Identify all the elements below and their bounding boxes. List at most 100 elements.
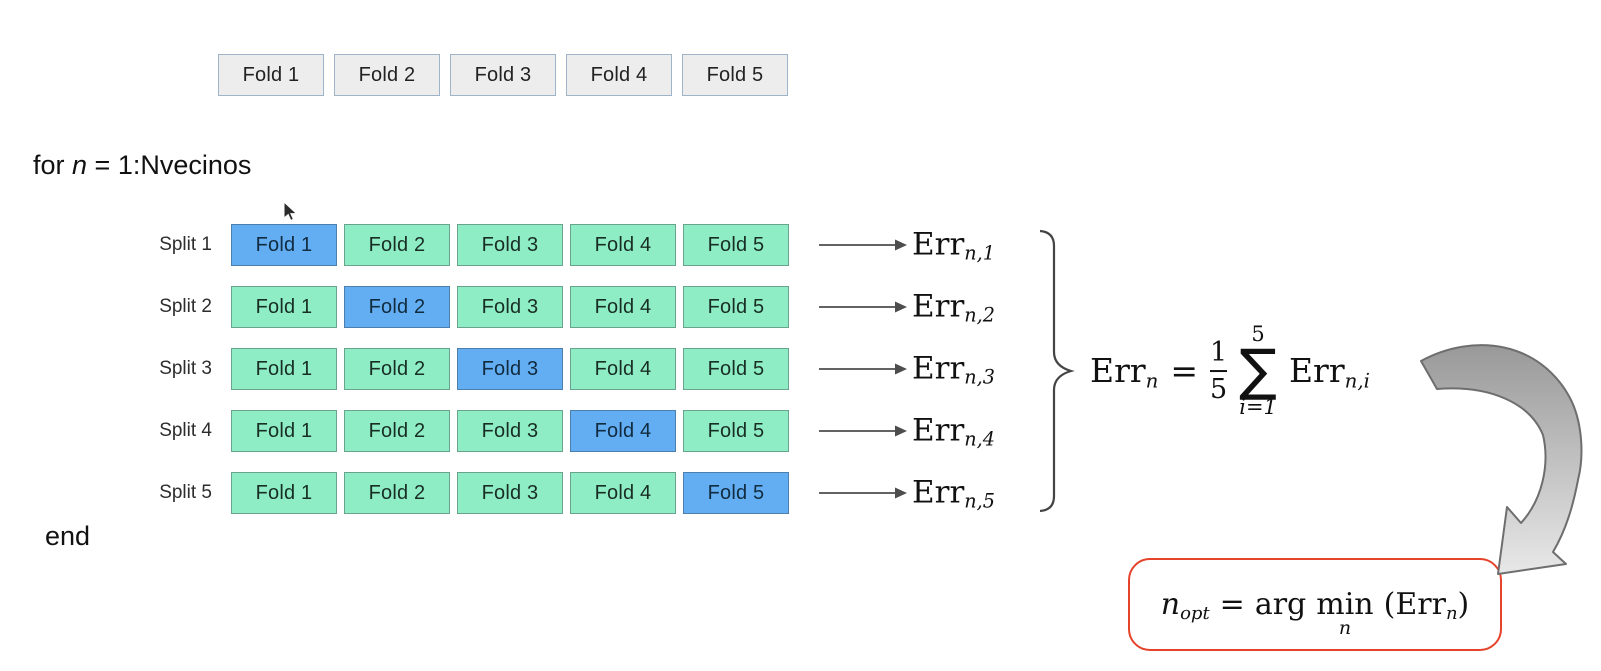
- result-lhs: nopt: [1161, 587, 1210, 625]
- split-label: Split 1: [159, 234, 212, 255]
- fold-label: Fold 1: [255, 295, 313, 318]
- fold-label: Fold 1: [255, 481, 313, 504]
- err-base: Err: [912, 288, 965, 325]
- grouping-brace: [1039, 229, 1075, 513]
- err-base: Err: [912, 350, 965, 387]
- error-term: Errn,5: [912, 474, 995, 510]
- formula-lhs: Errn: [1090, 351, 1158, 392]
- split-row: Split 2 Fold 1 Fold 2 Fold 3 Fold 4 Fold…: [142, 286, 789, 328]
- fraction-bar: [1210, 370, 1228, 372]
- err-base: Err: [912, 226, 965, 263]
- fold-boxes: Fold 1 Fold 2 Fold 3 Fold 4 Fold 5: [231, 348, 789, 390]
- err-base: Err: [1090, 351, 1146, 391]
- fold-label: Fold 3: [481, 357, 539, 380]
- splits-grid: Split 1 Fold 1 Fold 2 Fold 3 Fold 4 Fold…: [142, 224, 789, 514]
- fold-label: Fold 3: [474, 63, 532, 86]
- fraction-numerator: 1: [1210, 337, 1228, 368]
- fold-label: Fold 1: [255, 357, 313, 380]
- err-base: Err: [1395, 587, 1446, 622]
- equals-sign: =: [1219, 587, 1245, 622]
- fold-box: Fold 2: [344, 348, 450, 390]
- row-arrows: [819, 244, 895, 494]
- summation-lower-limit: i=1: [1239, 394, 1277, 419]
- fold-label: Fold 2: [368, 481, 426, 504]
- fold-label: Fold 2: [368, 357, 426, 380]
- fold-label: Fold 4: [594, 419, 652, 442]
- optimal-n-result-box: nopt = arg min n (Errn): [1128, 558, 1502, 651]
- open-paren: (: [1383, 587, 1396, 622]
- split-label: Split 3: [159, 358, 212, 379]
- fold-box: Fold 1: [231, 410, 337, 452]
- fold-label: Fold 3: [481, 419, 539, 442]
- err-subscript: n,5: [964, 489, 995, 513]
- split-label: Split 5: [159, 482, 212, 503]
- fold-box: Fold 4: [570, 224, 676, 266]
- fold-box: Fold 3: [457, 410, 563, 452]
- split-label: Split 4: [159, 420, 212, 441]
- fold-label: Fold 5: [707, 357, 765, 380]
- fold-label: Fold 4: [594, 481, 652, 504]
- err-base: Err: [912, 474, 965, 511]
- fold-box: Fold 4: [570, 472, 676, 514]
- fold-label: Fold 1: [242, 63, 300, 86]
- fold-box-active: Fold 4: [570, 410, 676, 452]
- fold-label: Fold 5: [707, 419, 765, 442]
- err-subscript: n: [1445, 603, 1458, 625]
- fold-box: Fold 3: [457, 224, 563, 266]
- fold-label: Fold 3: [481, 481, 539, 504]
- mean-error-formula: Errn = 1 5 5 ∑ i=1 Errn,i: [1090, 324, 1370, 418]
- opt-subscript: opt: [1180, 603, 1210, 625]
- fold-box: Fold 5: [683, 286, 789, 328]
- err-subscript: n,3: [964, 365, 995, 389]
- error-term: Errn,4: [912, 412, 995, 448]
- min-under-variable: n: [1338, 617, 1352, 639]
- fold-label: Fold 2: [358, 63, 416, 86]
- split-row: Split 3 Fold 1 Fold 2 Fold 3 Fold 4 Fold…: [142, 348, 789, 390]
- mouse-cursor-icon: [283, 201, 298, 222]
- sigma-icon: ∑: [1239, 338, 1277, 404]
- fold-box: Fold 1: [231, 472, 337, 514]
- fold-box: Fold 1: [218, 54, 324, 96]
- formula-rhs: Errn,i: [1288, 351, 1370, 394]
- fold-box: Fold 1: [231, 348, 337, 390]
- fold-box: Fold 1: [231, 286, 337, 328]
- err-subscript: n,i: [1344, 370, 1370, 394]
- arg-operator: arg: [1254, 587, 1307, 622]
- for-loop-text: for n = 1:Nvecinos: [33, 150, 251, 181]
- fold-box: Fold 5: [683, 348, 789, 390]
- row-arrowheads: [895, 239, 907, 499]
- result-argument: (Errn): [1383, 587, 1470, 625]
- fold-boxes: Fold 1 Fold 2 Fold 3 Fold 4 Fold 5: [231, 286, 789, 328]
- fold-label: Fold 2: [368, 419, 426, 442]
- fold-label: Fold 2: [368, 233, 426, 256]
- fold-box: Fold 5: [683, 224, 789, 266]
- equals-sign: =: [1170, 351, 1199, 391]
- fold-label: Fold 4: [594, 357, 652, 380]
- fold-label: Fold 5: [706, 63, 764, 86]
- fold-box: Fold 2: [344, 224, 450, 266]
- summation: 5 ∑ i=1: [1239, 324, 1277, 418]
- fold-box: Fold 2: [334, 54, 440, 96]
- split-label: Split 2: [159, 296, 212, 317]
- fold-box: Fold 5: [682, 54, 788, 96]
- err-base: Err: [1288, 351, 1345, 391]
- err-subscript: n,1: [964, 241, 995, 265]
- loop-variable: n: [72, 150, 88, 180]
- fold-boxes: Fold 1 Fold 2 Fold 3 Fold 4 Fold 5: [231, 224, 789, 266]
- fold-box-active: Fold 2: [344, 286, 450, 328]
- fold-label: Fold 5: [707, 481, 765, 504]
- fold-box: Fold 4: [566, 54, 672, 96]
- fold-box: Fold 2: [344, 410, 450, 452]
- fold-boxes: Fold 1 Fold 2 Fold 3 Fold 4 Fold 5: [231, 472, 789, 514]
- fold-box: Fold 3: [457, 286, 563, 328]
- fold-label: Fold 4: [594, 295, 652, 318]
- fraction-one-fifth: 1 5: [1210, 337, 1228, 403]
- fold-box: Fold 3: [457, 472, 563, 514]
- fold-box: Fold 5: [683, 410, 789, 452]
- split-row: Split 5 Fold 1 Fold 2 Fold 3 Fold 4 Fold…: [142, 472, 789, 514]
- split-row: Split 4 Fold 1 Fold 2 Fold 3 Fold 4 Fold…: [142, 410, 789, 452]
- min-label: min: [1316, 587, 1374, 622]
- err-subscript: n,2: [964, 303, 995, 327]
- fold-boxes: Fold 1 Fold 2 Fold 3 Fold 4 Fold 5: [231, 410, 789, 452]
- err-subscript: n,4: [964, 427, 995, 451]
